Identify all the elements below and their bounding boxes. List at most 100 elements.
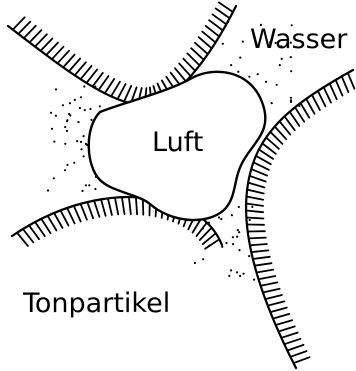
water-dot — [228, 275, 230, 277]
hatch-mark — [342, 76, 349, 92]
hatch-mark — [129, 197, 131, 214]
hatch-mark — [253, 162, 268, 170]
water-dot — [83, 155, 85, 157]
label-water: Wasser — [250, 24, 348, 55]
hatch-mark — [13, 17, 25, 29]
hatch-mark — [268, 301, 285, 305]
hatch-mark — [246, 197, 263, 200]
water-dot — [290, 70, 292, 72]
water-dot — [85, 184, 87, 186]
water-dot — [94, 188, 96, 190]
hatch-mark — [295, 107, 304, 121]
hatch-mark — [122, 197, 125, 214]
water-dot — [88, 184, 90, 186]
water-dot — [77, 121, 79, 123]
water-dot — [231, 214, 233, 216]
water-dot — [76, 140, 78, 142]
water-dot — [220, 218, 222, 220]
water-dot — [236, 271, 238, 273]
water-dot — [55, 115, 57, 117]
label-air: Luft — [152, 127, 203, 158]
hatch-mark — [52, 47, 64, 60]
water-dot — [236, 236, 238, 238]
hatch-mark — [41, 219, 50, 233]
hatch-mark — [281, 333, 297, 338]
water-dot — [83, 85, 85, 87]
water-dot — [62, 104, 64, 106]
hatch-mark — [279, 326, 295, 331]
water-dot — [64, 143, 66, 145]
hatch-mark — [246, 211, 263, 213]
water-dot — [239, 57, 241, 59]
hatch-mark — [219, 2, 233, 12]
hatch-mark — [318, 91, 326, 106]
hatch-mark — [24, 26, 36, 38]
hatch-mark — [46, 43, 58, 55]
water-dot — [73, 162, 75, 164]
hatch-mark — [118, 84, 126, 99]
hatch-mark — [246, 204, 263, 206]
water-dot — [50, 112, 52, 114]
water-dot — [64, 169, 66, 171]
hatch-mark — [246, 218, 263, 219]
hatch-mark — [259, 276, 276, 279]
water-dot — [80, 141, 82, 143]
hatch-mark — [253, 257, 270, 259]
hatch-mark — [105, 79, 114, 93]
water-dot — [51, 128, 53, 130]
hatch-mark — [136, 197, 137, 214]
hatch-mark — [93, 73, 103, 87]
hatch-mark — [48, 216, 57, 231]
water-dot — [239, 275, 241, 277]
water-dot — [64, 126, 66, 128]
hatch-mark — [270, 308, 287, 313]
water-dot — [83, 135, 85, 137]
hatch-mark — [209, 20, 223, 30]
water-dot — [74, 99, 76, 101]
water-dot — [290, 101, 292, 103]
hatch-mark — [75, 62, 86, 75]
hatch-mark — [111, 82, 120, 97]
hatch-mark — [251, 169, 267, 176]
water-dot — [99, 105, 101, 107]
water-dot — [276, 84, 278, 86]
hatch-mark — [81, 204, 87, 220]
hatch-mark — [29, 225, 39, 239]
water-dot — [265, 81, 267, 83]
hatch-mark — [276, 320, 292, 325]
hatch-mark — [54, 213, 62, 228]
water-dot — [271, 102, 273, 104]
water-dot — [290, 56, 292, 58]
hatch-mark — [290, 351, 306, 357]
hatch-mark — [212, 14, 226, 24]
hatch-mark — [312, 95, 320, 110]
hatch-mark — [257, 270, 274, 273]
hatch-mark — [348, 73, 355, 89]
water-dot — [66, 130, 68, 132]
water-dot — [80, 96, 82, 98]
water-dot — [248, 76, 250, 78]
hatch-mark — [250, 244, 267, 245]
hatch-mark — [261, 282, 278, 285]
water-dot — [222, 43, 224, 45]
water-dot — [237, 71, 239, 73]
water-dot — [242, 41, 244, 43]
hatch-mark — [124, 86, 131, 102]
hatch-mark — [61, 210, 69, 225]
water-dot — [53, 141, 55, 143]
hatch-mark — [273, 314, 290, 319]
label-clay-particle: Tonpartikel — [22, 288, 170, 319]
water-dot — [80, 148, 82, 150]
water-dot — [55, 88, 57, 90]
water-dot — [68, 113, 70, 115]
water-dot — [238, 231, 240, 233]
water-dot — [194, 262, 196, 264]
hatch-mark — [324, 87, 331, 102]
hatch-mark — [301, 103, 310, 118]
water-dot — [238, 206, 240, 208]
water-dot — [232, 243, 234, 245]
hatch-mark — [287, 345, 303, 351]
water-dot — [66, 164, 68, 166]
hatch-mark — [330, 84, 337, 100]
